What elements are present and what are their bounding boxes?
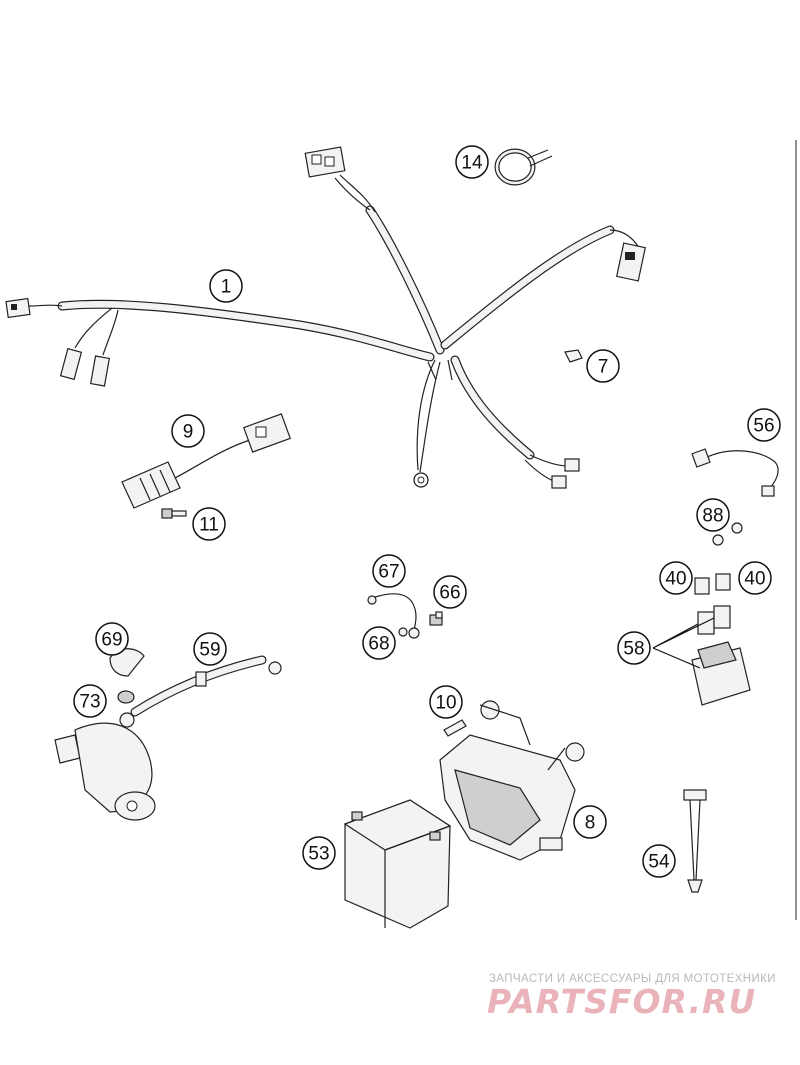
svg-text:54: 54 xyxy=(648,852,670,873)
nut xyxy=(429,611,443,626)
fuses xyxy=(694,573,731,595)
starter-cable xyxy=(119,655,282,728)
starter-motor xyxy=(54,722,156,821)
watermark-brand[interactable]: PARTSFOR.RU xyxy=(487,982,757,1021)
washer xyxy=(398,627,408,637)
callout-59[interactable]: 59 xyxy=(193,632,227,666)
cable xyxy=(691,448,779,497)
svg-text:53: 53 xyxy=(308,844,329,865)
svg-text:8: 8 xyxy=(585,813,596,834)
callout-40-right[interactable]: 40 xyxy=(738,561,772,595)
callout-56[interactable]: 56 xyxy=(747,408,781,442)
callout-88[interactable]: 88 xyxy=(696,498,730,532)
callout-53[interactable]: 53 xyxy=(302,836,336,870)
svg-text:11: 11 xyxy=(199,515,219,536)
svg-text:73: 73 xyxy=(79,692,100,713)
callout-54[interactable]: 54 xyxy=(642,844,676,878)
fuse-puller xyxy=(683,789,707,893)
battery-box xyxy=(439,700,585,861)
voltage-regulator xyxy=(121,413,292,509)
callout-68[interactable]: 68 xyxy=(362,626,396,660)
callout-67[interactable]: 67 xyxy=(372,554,406,588)
svg-text:1: 1 xyxy=(221,277,232,298)
callout-8[interactable]: 8 xyxy=(573,805,607,839)
starter-relay xyxy=(652,605,751,706)
callout-66[interactable]: 66 xyxy=(433,575,467,609)
callout-11[interactable]: 11 xyxy=(192,507,226,541)
callout-69[interactable]: 69 xyxy=(95,622,129,656)
callout-58[interactable]: 58 xyxy=(617,631,651,665)
battery xyxy=(343,799,452,929)
callout-9[interactable]: 9 xyxy=(171,414,205,448)
callout-40-left[interactable]: 40 xyxy=(659,561,693,595)
svg-text:66: 66 xyxy=(439,583,460,604)
svg-text:7: 7 xyxy=(598,357,609,378)
svg-text:67: 67 xyxy=(378,562,399,583)
callout-1[interactable]: 1 xyxy=(209,269,243,303)
svg-text:40: 40 xyxy=(665,569,686,590)
svg-text:14: 14 xyxy=(461,153,483,174)
ground-wire xyxy=(367,593,420,639)
svg-text:88: 88 xyxy=(702,506,723,527)
svg-text:56: 56 xyxy=(753,416,774,437)
svg-text:69: 69 xyxy=(101,630,122,651)
clip xyxy=(564,349,583,363)
screw-10 xyxy=(443,719,467,737)
svg-text:59: 59 xyxy=(199,640,220,661)
svg-text:9: 9 xyxy=(183,422,194,443)
nut-73 xyxy=(117,690,135,704)
callout-73[interactable]: 73 xyxy=(73,684,107,718)
callout-7[interactable]: 7 xyxy=(586,349,620,383)
watermark-subtitle: ЗАПЧАСТИ И АКСЕССУАРЫ ДЛЯ МОТОТЕХНИКИ xyxy=(489,973,776,985)
screw-small xyxy=(712,522,743,546)
wiring-harness xyxy=(5,146,647,489)
svg-text:10: 10 xyxy=(435,693,456,714)
callout-14[interactable]: 14 xyxy=(455,145,489,179)
svg-text:68: 68 xyxy=(368,634,389,655)
screw xyxy=(161,508,187,519)
svg-text:40: 40 xyxy=(744,569,765,590)
callouts: 1 7 8 9 10 11 14 40 40 53 54 56 58 59 66… xyxy=(73,145,781,878)
cable-tie xyxy=(494,148,553,186)
svg-text:58: 58 xyxy=(623,639,644,660)
callout-10[interactable]: 10 xyxy=(429,685,463,719)
